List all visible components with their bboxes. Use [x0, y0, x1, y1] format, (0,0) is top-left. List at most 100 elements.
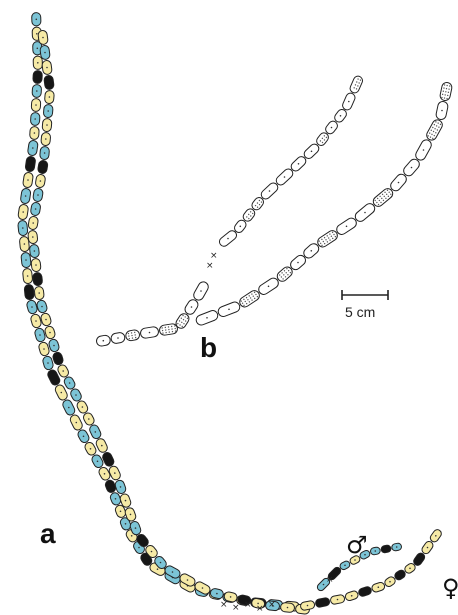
segment-nucleus	[37, 62, 39, 64]
segment-nucleus	[138, 547, 140, 549]
segment-nucleus	[202, 587, 204, 589]
scale-bar-label: 5 cm	[345, 304, 375, 320]
segment-nucleus	[34, 118, 36, 120]
segment-nucleus	[344, 565, 346, 567]
segment-nucleus	[114, 472, 116, 474]
segment-nucleus	[151, 551, 153, 553]
break-marker-icon: ×	[232, 603, 240, 613]
female-symbol-icon: ♀	[442, 574, 458, 602]
segment-nucleus	[25, 259, 27, 261]
segment-nucleus	[31, 306, 33, 308]
segment-nucleus	[216, 593, 218, 595]
segment-nucleus	[409, 568, 411, 570]
segment-nucleus	[135, 527, 137, 529]
segment-nucleus	[191, 306, 193, 308]
segment-nucleus	[36, 19, 38, 21]
segment-nucleus	[35, 320, 37, 322]
break-marker-icon: ×	[210, 251, 218, 261]
chain-segment	[32, 272, 42, 286]
segment-nucleus	[32, 222, 34, 224]
segment-nucleus	[307, 605, 309, 607]
segment-nucleus	[34, 250, 36, 252]
chain-segment	[44, 75, 55, 90]
segment-nucleus	[160, 562, 162, 564]
segment-nucleus	[351, 595, 353, 597]
panel-a-chain-left	[18, 12, 300, 611]
segment-nucleus	[103, 340, 105, 342]
segment-nucleus	[269, 190, 271, 192]
segment-nucleus	[117, 337, 119, 339]
segment-nucleus	[27, 275, 29, 277]
segment-nucleus	[157, 568, 159, 570]
segment-nucleus	[88, 418, 90, 420]
segment-nucleus	[230, 596, 232, 598]
segment-nucleus	[206, 317, 208, 319]
segment-nucleus	[120, 486, 122, 488]
segment-nucleus	[75, 394, 77, 396]
segment-nucleus	[240, 226, 242, 228]
segment-nucleus	[149, 332, 151, 334]
segment-nucleus	[25, 195, 27, 197]
segment-nucleus	[41, 306, 43, 308]
segment-nucleus	[61, 392, 63, 394]
segment-nucleus	[396, 546, 398, 548]
panel-label-a: a	[40, 518, 56, 549]
chain-segment	[349, 75, 364, 95]
segment-nucleus	[125, 500, 127, 502]
segment-nucleus	[37, 194, 39, 196]
segment-nucleus	[39, 334, 41, 336]
segment-nucleus	[76, 422, 78, 424]
segment-nucleus	[43, 348, 45, 350]
segment-nucleus	[172, 571, 174, 573]
segment-nucleus	[97, 461, 99, 463]
chain-segment	[358, 586, 373, 598]
segment-nucleus	[95, 431, 97, 433]
panel-a-chain-right	[28, 30, 310, 614]
scale-bar: 5 cm	[342, 290, 388, 320]
segment-nucleus	[287, 607, 289, 609]
segment-nucleus	[375, 550, 377, 552]
segment-nucleus	[49, 96, 51, 98]
segment-nucleus	[45, 138, 47, 140]
chain-segment	[37, 160, 48, 174]
segment-nucleus	[297, 262, 299, 264]
segment-nucleus	[398, 182, 400, 184]
segment-nucleus	[40, 180, 42, 182]
chain-segment	[316, 229, 339, 249]
chain-segment	[52, 351, 64, 365]
break-marker-icon: ×	[268, 600, 276, 610]
segment-nucleus	[35, 264, 37, 266]
segment-nucleus	[311, 250, 313, 252]
segment-nucleus	[37, 48, 39, 50]
break-marker-icon: ×	[256, 604, 264, 614]
segment-nucleus	[32, 236, 34, 238]
panel-b-chain-lower	[195, 82, 453, 327]
segment-nucleus	[68, 407, 70, 409]
panel-label-b: b	[200, 332, 217, 363]
chain-segment	[238, 289, 261, 309]
segment-nucleus	[47, 110, 49, 112]
chain-segment	[101, 451, 115, 468]
segment-nucleus	[311, 151, 313, 153]
panel-b-specimen-chains: ××	[96, 75, 453, 347]
segment-nucleus	[340, 115, 342, 117]
segment-nucleus	[44, 152, 46, 154]
segment-nucleus	[131, 535, 133, 537]
segment-nucleus	[130, 514, 132, 516]
segment-nucleus	[268, 286, 270, 288]
segment-nucleus	[83, 436, 85, 438]
break-marker-icon: ×	[206, 261, 214, 271]
segment-nucleus	[32, 147, 34, 149]
segment-nucleus	[364, 212, 366, 214]
segment-nucleus	[42, 37, 44, 39]
segment-nucleus	[46, 124, 48, 126]
break-marker-icon: ×	[326, 575, 334, 585]
segment-nucleus	[38, 292, 40, 294]
segment-nucleus	[187, 579, 189, 581]
break-marker-icon: ×	[244, 600, 252, 610]
segment-nucleus	[36, 33, 38, 35]
segment-nucleus	[27, 179, 29, 181]
chain-segment	[315, 597, 330, 608]
panel-b-chain-upper	[218, 75, 364, 248]
segment-nucleus	[378, 586, 380, 588]
